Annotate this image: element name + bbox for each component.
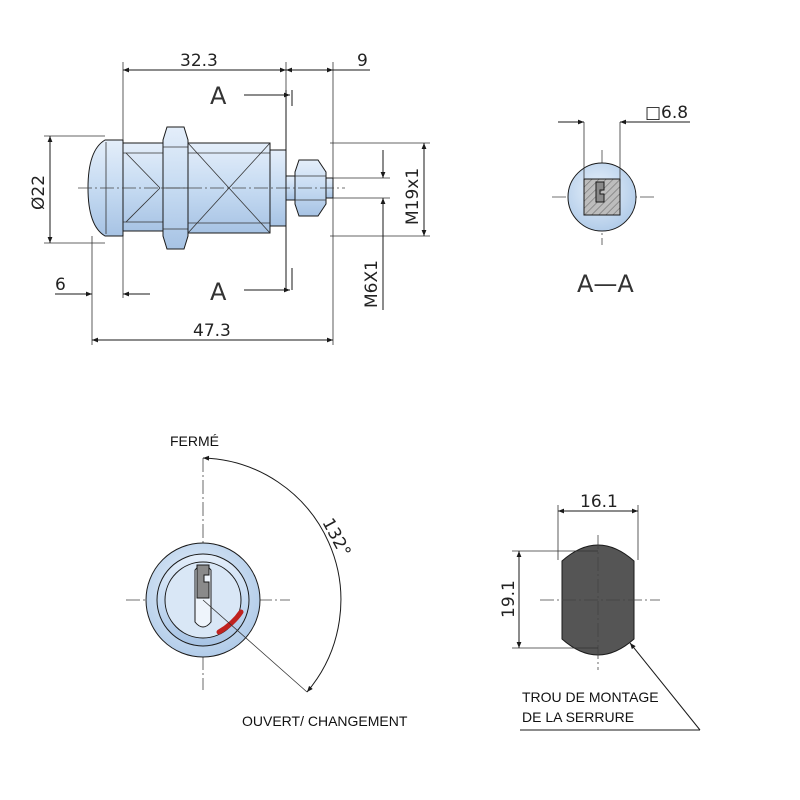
dim-diameter-22: Ø22 xyxy=(29,175,49,210)
lock-sleeve xyxy=(122,142,164,232)
front-view: 132° FERMÉ OUVERT/ CHANGEMENT xyxy=(126,433,408,729)
dim-6: 6 xyxy=(55,275,66,295)
dim-9: 9 xyxy=(357,51,368,71)
label-open-change: OUVERT/ CHANGEMENT xyxy=(242,713,408,729)
label-closed: FERMÉ xyxy=(170,433,219,449)
dim-width-16-1: 16.1 xyxy=(580,492,618,512)
rotation-arc xyxy=(202,455,342,693)
dim-32-3: 32.3 xyxy=(180,51,218,71)
dim-angle-132: 132° xyxy=(318,515,355,561)
dim-m19x1: M19x1 xyxy=(403,168,423,225)
section-a-a-view: □6.8 A—A xyxy=(552,103,690,298)
side-view: A A 32.3 9 Ø22 M19x1 M6X1 6 xyxy=(29,51,430,345)
label-mount-hole-2: DE LA SERRURE xyxy=(522,709,634,725)
section-marker-bottom: A xyxy=(210,278,227,306)
label-mount-hole-1: TROU DE MONTAGE xyxy=(522,689,659,705)
dim-height-19-1: 19.1 xyxy=(499,580,519,618)
mounting-hole-view: 16.1 19.1 TROU DE MONTAGE DE LA SERRURE xyxy=(499,492,701,731)
section-marker-top: A xyxy=(210,82,227,110)
section-title: A—A xyxy=(577,270,634,298)
dim-47-3: 47.3 xyxy=(193,321,231,341)
dim-square-6-8: □6.8 xyxy=(645,103,688,123)
dim-m6x1: M6X1 xyxy=(362,260,382,308)
